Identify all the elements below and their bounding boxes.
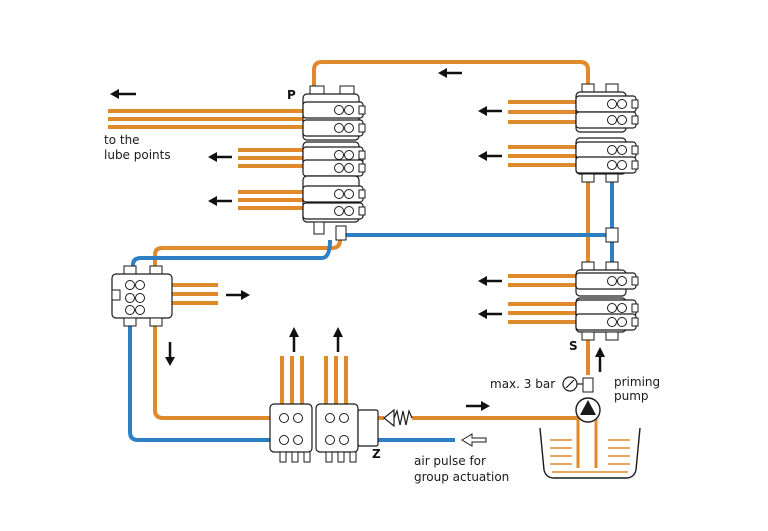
distributor-z <box>269 403 379 463</box>
arrow-left-1 <box>208 152 232 162</box>
arrow-down-return <box>165 342 175 366</box>
arrow-left-2 <box>208 196 232 206</box>
air-pulse-line <box>128 180 614 442</box>
arrow-left-6 <box>478 309 502 319</box>
reservoir <box>539 418 641 479</box>
max-pressure-label: max. 3 bar <box>490 377 556 391</box>
priming-pump-label-line1: priming <box>614 375 661 389</box>
outlet-lines-group-right <box>508 100 578 324</box>
arrow-left-3 <box>478 106 502 116</box>
arrow-right-left-distributor <box>226 290 250 300</box>
air-pulse-label-line1: air pulse for <box>414 454 486 468</box>
label-z: Z <box>372 447 381 461</box>
arrow-to-lube-points <box>110 89 136 99</box>
air-pulse-label: air pulse for group actuation <box>414 453 509 485</box>
outlet-lines-group-left <box>170 283 218 305</box>
lube-points-label-line2: lube points <box>104 148 171 162</box>
lubricant-supply-line <box>153 60 590 420</box>
air-pulse-label-line2: group actuation <box>414 470 510 484</box>
outlet-lines-group-bottom <box>280 356 348 405</box>
arrow-up-1 <box>289 327 299 352</box>
priming-pump-label: priming pump <box>614 375 660 403</box>
arrow-up-2 <box>333 327 343 352</box>
arrow-left-5 <box>478 276 502 286</box>
arrow-up-priming <box>595 347 605 372</box>
arrow-left-4 <box>478 151 502 161</box>
distributor-left <box>111 265 173 327</box>
air-inlet-arrow <box>461 433 487 447</box>
pressure-gauge <box>562 376 594 393</box>
distributor-p <box>302 85 366 241</box>
check-valve <box>383 408 413 428</box>
label-s: S <box>569 339 578 353</box>
distributor-right-top <box>575 83 639 243</box>
pump-symbol <box>575 397 601 423</box>
distributor-s <box>575 261 639 341</box>
priming-pump-label-line2: pump <box>614 389 649 403</box>
outlet-lines-group-top <box>108 109 305 210</box>
arrow-right-feed <box>466 401 490 411</box>
flow-arrow-top <box>438 68 462 78</box>
lube-points-label: to the lube points <box>104 133 171 163</box>
lube-points-label-line1: to the <box>104 133 140 147</box>
label-p: P <box>287 88 296 102</box>
